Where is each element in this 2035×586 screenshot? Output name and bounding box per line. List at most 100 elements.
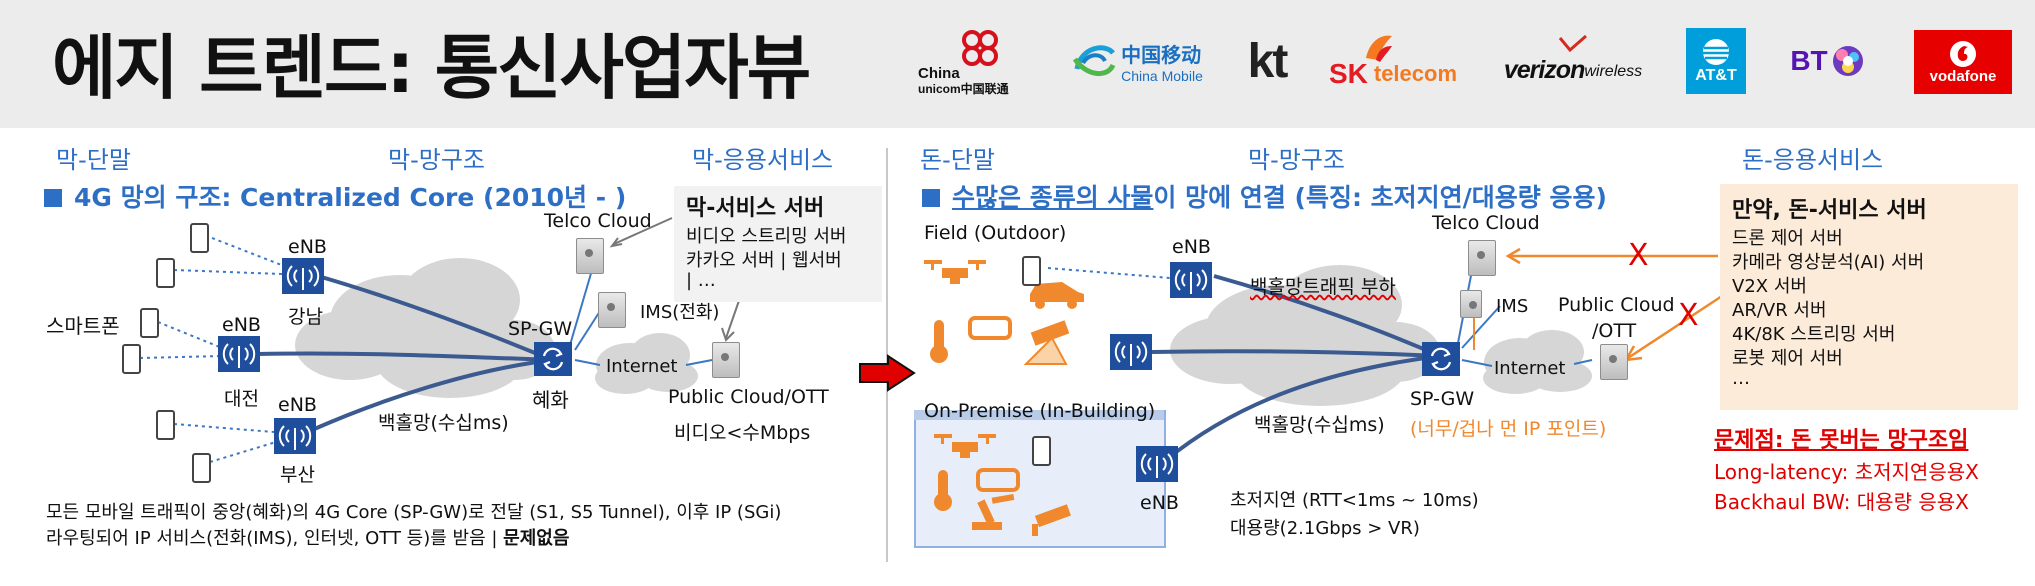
bt-globe-icon xyxy=(1832,46,1863,76)
att-logo: AT&T xyxy=(1686,28,1746,94)
phone-icon xyxy=(192,453,211,483)
backhaul-label: 백홀망(수십ms) xyxy=(378,412,509,434)
enb-label: eNB xyxy=(278,394,317,416)
cctv-icon xyxy=(1032,504,1071,536)
enb-label: eNB xyxy=(222,314,261,336)
left-service-title: 막-서비스 서버 xyxy=(686,196,825,221)
sk-telecom-text: telecom xyxy=(1373,61,1458,86)
china-unicom-text-bottom: unicom中国联通 xyxy=(918,82,1009,96)
backhaul-label: 백홀망(수십ms) xyxy=(1254,414,1385,436)
vodafone-speechmark-icon xyxy=(1950,40,1976,67)
daejeon-label: 대전 xyxy=(224,388,259,410)
verizon-text: verizon xyxy=(1503,55,1586,84)
right-service-item: 4K/8K 스트리밍 서버 xyxy=(1732,324,1896,345)
enb-label: eNB xyxy=(1140,492,1179,514)
spgw-router-icon xyxy=(1422,342,1460,376)
china-unicom-knot-icon xyxy=(962,30,998,66)
right-col-network: 막-망구조 xyxy=(1248,146,1345,174)
phone-icon xyxy=(122,344,141,374)
left-service-1: 비디오 스트리밍 서버 xyxy=(686,226,847,247)
right-service-item: AR/VR 서버 xyxy=(1732,300,1827,321)
right-service-title: 만약, 돈-서비스 서버 xyxy=(1732,198,1927,223)
smartphone-label: 스마트폰 xyxy=(46,314,120,338)
field-devices xyxy=(924,260,1084,365)
phone-icon xyxy=(156,258,175,288)
field-outdoor-label: Field (Outdoor) xyxy=(924,222,1067,244)
china-mobile-swirl-icon xyxy=(1073,45,1116,76)
bullet-square-icon xyxy=(44,189,62,207)
left-heading-main: 4G 망의 구조 xyxy=(74,183,222,212)
bullet-square-icon xyxy=(922,189,940,207)
enb-antenna-icon xyxy=(218,336,260,372)
drone-icon xyxy=(934,434,996,458)
bt-logo: BT xyxy=(1780,26,1876,96)
kt-text: kt xyxy=(1247,34,1289,88)
right-heading-sub: 이 망에 연결 (특징: 초저지연/대용량 응용) xyxy=(1153,183,1607,212)
ims-server-icon xyxy=(1460,290,1482,318)
public-cloud-label-2: /OTT xyxy=(1592,320,1637,342)
right-service-box: 만약, 돈-서비스 서버 드론 제어 서버 카메라 영상분석(AI) 서버 V2… xyxy=(1720,184,2018,410)
sk-telecom-logo: SK telecom xyxy=(1328,26,1458,96)
vr-headset-icon xyxy=(976,468,1020,492)
internet-label: Internet xyxy=(606,356,678,377)
enb-antenna-icon xyxy=(1170,262,1212,298)
drone-icon xyxy=(924,260,986,284)
spgw-label: SP-GW xyxy=(1410,388,1475,410)
transition-arrow-icon xyxy=(859,354,916,392)
telco-server-icon xyxy=(1468,240,1496,276)
x-mark-public: X xyxy=(1678,298,1699,333)
left-col-terminal: 막-단말 xyxy=(56,146,131,174)
china-mobile-en: China Mobile xyxy=(1121,67,1203,84)
att-globe-icon xyxy=(1703,39,1729,65)
public-cloud-label: Public Cloud/OTT xyxy=(668,386,829,408)
china-mobile-cn: 中国移动 xyxy=(1121,44,1202,67)
internet-label: Internet xyxy=(1494,358,1566,379)
china-unicom-text-top: China xyxy=(918,65,960,82)
onprem-devices xyxy=(934,434,1071,536)
x-mark-telco: X xyxy=(1628,238,1649,273)
verizon-wireless-text: wireless xyxy=(1584,63,1643,80)
car-icon xyxy=(1030,282,1084,309)
problem-backhaul: Backhaul BW: 대용량 응용X xyxy=(1714,490,1969,514)
left-note-text: 라우팅되어 IP 서비스(전화(IMS), 인터넷, OTT 등)를 받음 | xyxy=(46,528,504,549)
spgw-label: SP-GW xyxy=(508,318,573,340)
ims-label: IMS xyxy=(1496,296,1529,317)
verizon-check-icon xyxy=(1558,34,1587,53)
vr-headset-icon xyxy=(968,316,1012,340)
left-col-service: 막-응용서비스 xyxy=(692,146,834,174)
right-service-item: 드론 제어 서버 xyxy=(1732,228,1843,249)
telco-cloud-label: Telco Cloud xyxy=(544,210,652,232)
enb-label: eNB xyxy=(1172,236,1211,258)
spgw-note: (너무/겁나 먼 IP 포인트) xyxy=(1410,418,1607,440)
right-service-item: 카메라 영상분석(AI) 서버 xyxy=(1732,252,1925,273)
left-section-heading: 4G 망의 구조: Centralized Core (2010년 - ) xyxy=(44,178,626,214)
on-premise-box-top xyxy=(914,410,1164,420)
public-cloud-label-1: Public Cloud xyxy=(1558,294,1675,316)
right-service-item: 로봇 제어 서버 xyxy=(1732,348,1843,369)
spgw-router-icon xyxy=(534,342,572,376)
phone-icon xyxy=(156,410,175,440)
right-heading-main: 수많은 종류의 사물 xyxy=(952,183,1154,212)
ott-server-icon xyxy=(712,342,740,378)
ims-server-icon xyxy=(598,292,626,328)
sk-butterfly-icon xyxy=(1366,35,1392,62)
robot-arm-icon xyxy=(972,493,1015,530)
page-title: 에지 트렌드: 통신사업자뷰 xyxy=(52,27,811,109)
cctv-icon xyxy=(1023,320,1070,365)
backhaul-load-text: 백홀망트래픽 부하 xyxy=(1250,276,1396,298)
left-service-2: 카카오 서버 | 웹서버 xyxy=(686,250,842,271)
left-heading-sub: : Centralized Core (2010년 - ) xyxy=(221,183,627,212)
problem-title: 문제점: 돈 못버는 망구조임 xyxy=(1714,428,1969,453)
video-speed-label: 비디오<수Mbps xyxy=(674,422,811,444)
ims-label: IMS(전화) xyxy=(640,302,720,323)
china-unicom-logo: China unicom中国联通 xyxy=(918,26,1030,96)
right-service-item: V2X 서버 xyxy=(1732,276,1807,297)
phone-icon xyxy=(190,223,209,253)
right-col-service: 돈-응용서비스 xyxy=(1742,146,1884,174)
att-text: AT&T xyxy=(1695,67,1737,84)
enb-antenna-icon xyxy=(1136,446,1178,482)
vodafone-logo: vodafone xyxy=(1914,30,2012,94)
problem-latency: Long-latency: 초저지연응용X xyxy=(1714,460,1979,484)
phone-icon xyxy=(140,308,159,338)
sk-text: SK xyxy=(1328,58,1368,89)
